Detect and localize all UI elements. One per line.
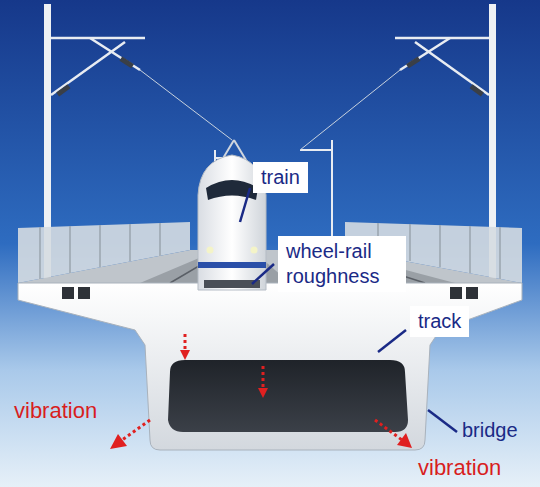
cantilever-brace [400,38,450,70]
cantilever-brace [415,42,489,95]
train-stripe [198,262,266,268]
mast-pole [331,140,333,240]
contact-wire [140,70,232,140]
barrier-post [159,223,161,256]
barrier-post [99,225,101,267]
arrow-head [258,388,268,398]
barrier-post [129,224,131,261]
barrier-post [409,224,411,261]
contact-wire [300,70,400,150]
callout-box: wheel-rail roughness [278,236,406,292]
leader-line [378,330,406,352]
leader-line [252,264,274,284]
bridge-girder [18,283,522,450]
noise-barriers [18,222,522,283]
callout-box: train [253,162,308,193]
vibration-arrow [122,420,150,440]
mast-arm [300,149,332,151]
barrier-post [39,227,41,279]
cable-trough [450,287,462,299]
insulator [406,57,420,69]
deck-surface [18,250,522,283]
arrow-head [180,350,190,360]
callout-box: track [410,306,469,337]
girder-hollow [168,360,408,432]
barrier-post [469,226,471,273]
cantilever-brace [90,38,140,70]
callout-text: train [261,165,300,190]
vibration-arrow [375,420,402,440]
cantilever-arm [395,37,489,40]
headlight [251,247,258,254]
cable-trough [62,287,74,299]
insulator [119,57,133,69]
effect-label: vibration [14,398,97,424]
callout-text: wheel-rail roughness [286,239,398,289]
callout-text: track [418,309,461,334]
insulator [470,84,484,96]
arrow-head [110,434,127,449]
effect-label: vibration [418,455,501,481]
insulator [56,84,70,96]
cantilever-brace [51,42,125,95]
part-label: bridge [462,418,518,442]
cable-trough [466,287,478,299]
bogie [204,280,260,288]
barrier-post [439,225,441,267]
leader-line [428,410,457,432]
cable-trough [78,287,90,299]
arrow-head [397,433,412,448]
barrier-post [69,226,71,273]
headlight [207,247,214,254]
load-arrow [184,334,187,350]
barrier-post [499,227,501,279]
load-arrow [262,366,265,388]
leader-line [240,188,250,222]
cantilever-arm [51,37,145,40]
